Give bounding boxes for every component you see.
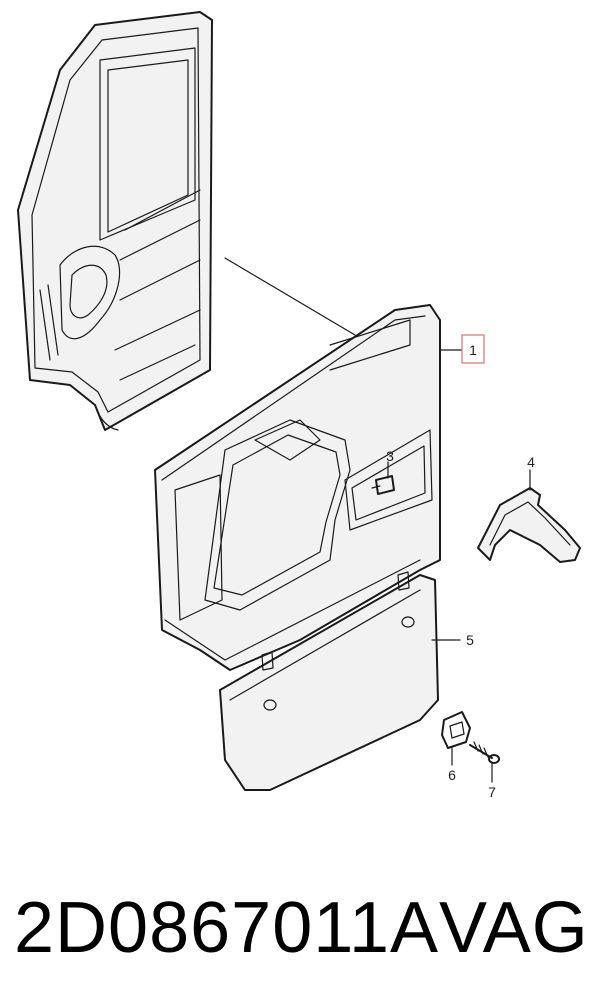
callout-6-label: 6 [448,767,456,783]
bracket-illustration [441,711,471,749]
grab-handle-illustration [477,487,581,563]
door-frame-illustration [17,11,213,431]
callout-1-label: 1 [469,342,477,358]
callout-1-highlight-box [461,334,485,364]
brand-name: VAG [439,888,589,968]
callout-3[interactable]: 3 [386,448,394,464]
callout-3-label: 3 [386,448,394,464]
callout-5[interactable]: 5 [466,632,474,648]
part-number: 2D0867011A [14,888,440,968]
callout-6[interactable]: 6 [448,767,456,783]
callout-5-label: 5 [466,632,474,648]
clip-illustration [371,475,395,495]
part-caption: 2D0867011A VAG [0,878,600,978]
door-trim-panel-illustration [154,304,441,671]
callout-7-label: 7 [488,784,496,800]
screw-illustration [469,741,500,764]
connector-line [224,257,356,336]
lower-trim-panel-illustration [219,571,439,791]
callout-4-label: 4 [527,454,535,470]
exploded-parts-diagram: 1 3 4 5 6 7 [17,11,581,800]
callout-4[interactable]: 4 [527,454,535,470]
callout-7[interactable]: 7 [488,784,496,800]
callout-1[interactable]: 1 [461,334,485,364]
callout-leaders [387,349,531,783]
